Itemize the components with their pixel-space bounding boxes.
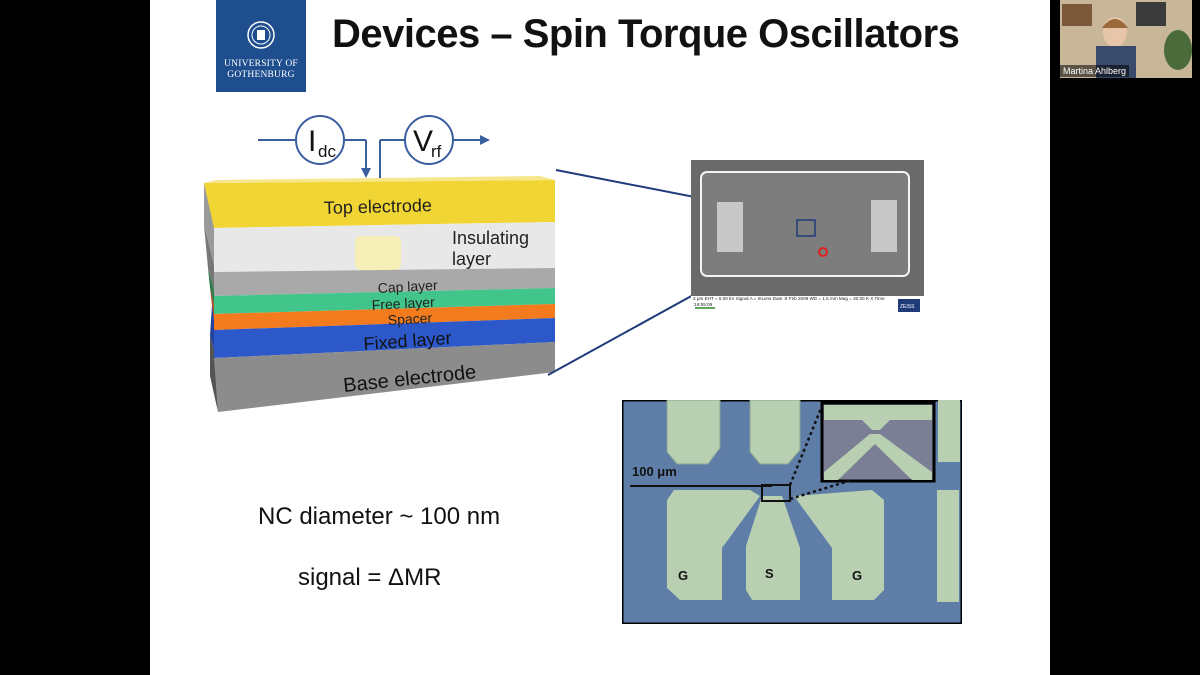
layer-free: Free layer [371, 294, 435, 313]
sem-brand-logo: ZEISS [900, 304, 915, 310]
vrf-label: V [413, 125, 433, 158]
layer-top-electrode: Top electrode [324, 195, 433, 218]
microscope-image: 100 μm G S G [622, 400, 962, 624]
webcam-thumbnail[interactable]: Martina Ahlberg [1060, 0, 1192, 78]
logo-line-2: GOTHENBURG [227, 70, 295, 80]
pad-s: S [765, 566, 774, 581]
signal-text: signal = ΔMR [298, 564, 442, 591]
vrf-subscript: rf [431, 142, 442, 161]
presentation-slide: UNIVERSITY OF GOTHENBURG Devices – Spin … [150, 0, 1050, 675]
layer-spacer: Spacer [387, 310, 432, 328]
scale-bar-label: 100 μm [632, 464, 677, 479]
logo-line-1: UNIVERSITY OF [224, 59, 298, 69]
layer-cap: Cap layer [377, 277, 438, 296]
layer-insulating-1: Insulating [452, 228, 529, 248]
sem-info-text: 2 μm EHT = 6.00 kV Signal A = InLens Dat… [693, 296, 885, 307]
pad-g-right: G [852, 568, 862, 583]
nc-diameter-text: NC diameter ~ 100 nm [258, 503, 501, 530]
pad-g-left: G [678, 568, 688, 583]
sem-image: 2 μm EHT = 6.00 kV Signal A = InLens Dat… [691, 160, 924, 315]
layer-insulating-2: layer [452, 249, 491, 269]
sto-stack-diagram: I dc V rf Top electrode Insulating layer… [204, 115, 555, 412]
idc-label: I [308, 125, 316, 158]
university-seal-icon [247, 21, 275, 49]
slide-title: Devices – Spin Torque Oscillators [332, 12, 960, 56]
university-logo: UNIVERSITY OF GOTHENBURG [216, 0, 306, 92]
idc-subscript: dc [318, 142, 336, 161]
participant-name: Martina Ahlberg [1060, 65, 1130, 77]
